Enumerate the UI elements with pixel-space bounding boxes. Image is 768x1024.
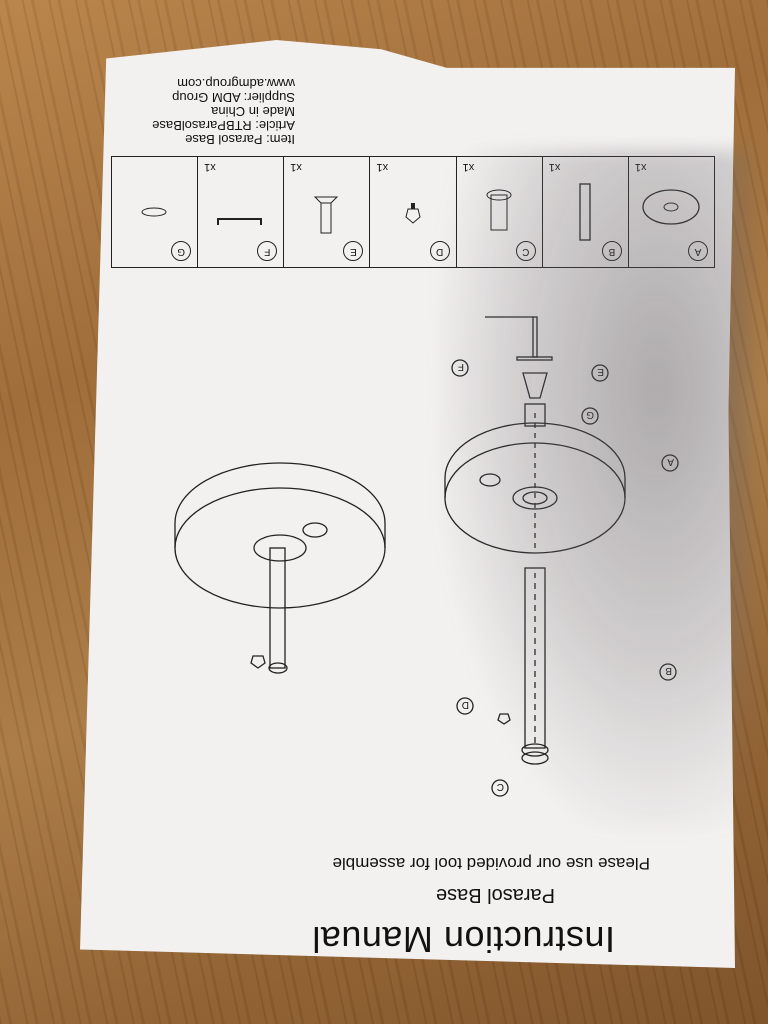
pole-icon	[579, 183, 591, 241]
callout-e: E	[597, 366, 604, 377]
callout-b: B	[665, 665, 672, 676]
item-line: Item: Parasol Base	[185, 132, 295, 147]
part-quantity: x1	[204, 161, 216, 173]
sheet-content: Instruction Manual Parasol Base Please u…	[80, 40, 735, 968]
website-line: www.admgroup.com	[177, 76, 295, 91]
callout-f: F	[458, 361, 464, 372]
part-quantity: x1	[548, 161, 561, 173]
instruction-sheet: Instruction Manual Parasol Base Please u…	[80, 40, 735, 968]
origin-line: Made in China	[211, 104, 295, 119]
callout-labels: C B D A G E F	[451, 359, 679, 797]
assembled-base-drawing	[174, 462, 386, 674]
callout-a: A	[667, 456, 674, 467]
collar-icon	[486, 189, 512, 231]
part-cell-g: G	[112, 157, 199, 267]
screw-icon	[314, 196, 339, 234]
assembly-diagram: C B D A G E F	[174, 316, 679, 797]
exploded-pole-drawing	[485, 316, 553, 765]
callout-g: G	[586, 409, 594, 420]
part-quantity: x1	[376, 161, 389, 173]
article-line: Article: RTBParasolBase	[152, 118, 295, 133]
hex-key-icon	[217, 218, 263, 225]
supplier-line: Supplier: ADM Group	[172, 90, 295, 105]
part-quantity: x1	[462, 161, 475, 173]
washer-icon	[141, 207, 167, 217]
knob-icon	[405, 203, 421, 224]
callout-c: C	[497, 781, 504, 792]
callout-d: D	[462, 699, 469, 710]
parasol-base-icon	[642, 189, 700, 225]
part-quantity: x1	[290, 161, 302, 173]
product-info: Item: Parasol Base Article: RTBParasolBa…	[152, 76, 295, 147]
part-quantity: x1	[634, 161, 647, 173]
